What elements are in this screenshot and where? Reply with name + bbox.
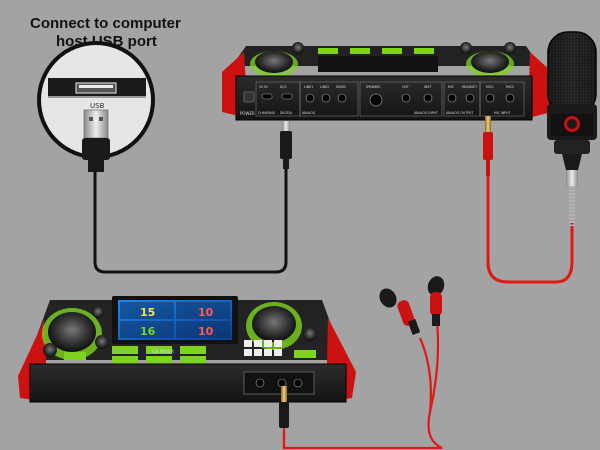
section-label-5: ANALOG OUTPUT (446, 111, 473, 115)
front-mixer: 15 10 16 10 G8 MIXER (18, 296, 356, 403)
usb-port-label: USB (90, 102, 105, 110)
port-label-10: MIC2 (506, 85, 514, 89)
section-label-6: MIC INPUT (494, 111, 511, 115)
screen-number-1: 15 (140, 306, 155, 319)
port-label-2: DC5 (280, 85, 287, 89)
earphones (379, 276, 445, 335)
power-label: POWER (240, 111, 255, 116)
port-label-11: MIC (448, 85, 455, 89)
port-label-4: LINE2 (320, 85, 329, 89)
mic-jack-plug (483, 116, 493, 176)
headphone-jack-plug (279, 386, 289, 428)
section-label-1: CHARGING (258, 111, 276, 115)
screen-number-3: 16 (140, 325, 156, 338)
usb-c-plug (280, 121, 292, 169)
port-label-9: MIC1 (486, 85, 494, 89)
port-label-7: OUT (402, 85, 409, 89)
port-label-12: HEADSET (462, 85, 477, 89)
port-label-5: MUSIC (336, 85, 347, 89)
port-label-6: DYNAMIC (366, 85, 381, 89)
mixer-brand: G8 MIXER (152, 349, 174, 355)
screen-number-2: 10 (198, 306, 214, 319)
section-label-3: ANALOG (302, 111, 316, 115)
port-label-3: LINE1 (304, 85, 313, 89)
top-mixer: POWER 5V IN DC5 LINE1 LINE2 MU (222, 42, 552, 121)
microphone (547, 31, 597, 226)
port-label-8: INST (424, 85, 431, 89)
caption-line-1: Connect to computer (30, 15, 181, 32)
usb-port-callout (37, 41, 155, 172)
section-label-2: DIGITAL (280, 111, 293, 115)
usb-cable (93, 168, 288, 274)
mic-cable (486, 175, 574, 284)
screen-number-4: 10 (198, 325, 214, 338)
section-label-4: ANALOG INPUT (414, 111, 438, 115)
port-label-1: 5V IN (259, 85, 268, 89)
